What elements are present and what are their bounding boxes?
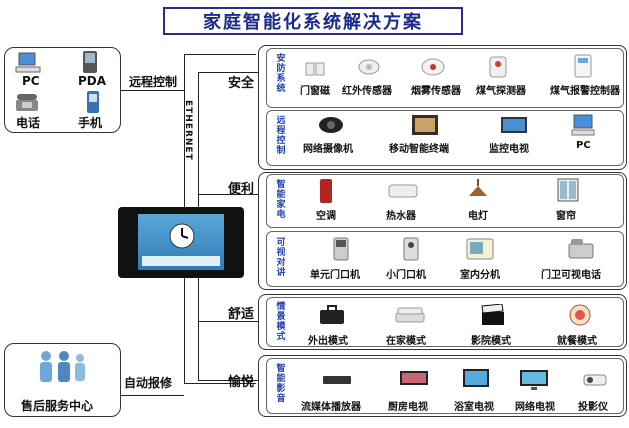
connector-line: [198, 321, 258, 322]
smart-home-control-panel: [118, 207, 244, 278]
item-label: 移动智能终端: [389, 144, 449, 155]
item-label: 煤气探测器: [476, 86, 526, 97]
water-heater-icon: [388, 184, 418, 198]
category-safety: 安全: [228, 76, 255, 91]
item-label: 影院模式: [471, 336, 511, 347]
row-intercom: [266, 231, 624, 287]
item-label: 门窗磁: [300, 86, 330, 97]
item-label: 窗帘: [556, 211, 576, 222]
row-title-appliance: 智能家电: [276, 180, 286, 220]
connector-line: [184, 277, 185, 383]
dining-icon: [569, 304, 591, 326]
item-label: 小门口机: [386, 270, 426, 281]
row-title-security: 安防系统: [276, 54, 286, 94]
connector-line: [184, 54, 256, 55]
device-label-pda: PDA: [78, 74, 107, 88]
item-label: 单元门口机: [310, 270, 360, 281]
item-label: 热水器: [386, 211, 416, 222]
infrared-sensor-icon: [358, 59, 380, 75]
category-pleasure: 愉悦: [228, 375, 255, 390]
item-label: 投影仪: [578, 402, 608, 413]
clapperboard-icon: [481, 304, 504, 325]
device-label-pc: PC: [22, 74, 40, 88]
pc-icon: [15, 52, 41, 73]
item-label: 流媒体播放器: [301, 402, 361, 413]
item-label: 厨房电视: [388, 402, 428, 413]
row-title-scene: 情景模式: [276, 302, 286, 342]
row-title-av: 智能影音: [276, 364, 286, 404]
auto-repair-label: 自动报修: [124, 376, 173, 390]
device-label-telephone: 电话: [16, 116, 41, 130]
mobile-terminal-icon: [412, 115, 438, 135]
ethernet-label: ETHERNET: [183, 100, 193, 161]
remote-control-label: 远程控制: [129, 75, 178, 89]
after-sales-center-label: 售后服务中心: [21, 399, 94, 413]
item-label: 监控电视: [489, 144, 529, 155]
connector-line: [121, 395, 184, 396]
row-title-remote-control: 远程控制: [276, 116, 286, 156]
row-title-intercom: 可视对讲: [276, 238, 286, 278]
telephone-icon: [16, 94, 38, 111]
item-label: 电灯: [468, 211, 488, 222]
kitchen-tv-icon: [400, 371, 428, 385]
row-av: [266, 358, 624, 414]
connector-line: [184, 383, 256, 384]
connector-line: [121, 90, 184, 91]
diagram-title: 家庭智能化系统解决方案: [163, 7, 463, 35]
gas-detector-icon: [489, 56, 507, 78]
connector-line: [198, 194, 258, 195]
small-door-station-icon: [403, 237, 419, 261]
row-security: [266, 48, 624, 108]
screen-icon-strip: [142, 256, 220, 266]
item-label: 烟雾传感器: [411, 86, 461, 97]
bathroom-tv-icon: [463, 369, 489, 387]
device-label-mobile: 手机: [78, 116, 103, 130]
connector-line: [198, 72, 258, 73]
door-window-sensor-icon: [305, 62, 325, 76]
item-label: 就餐模式: [557, 336, 597, 347]
item-label: 红外传感器: [342, 86, 392, 97]
item-label: 浴室电视: [454, 402, 494, 413]
curtain-icon: [557, 178, 579, 202]
item-label: 室内分机: [460, 270, 500, 281]
briefcase-icon: [320, 305, 344, 324]
item-label: 门卫可视电话: [541, 270, 601, 281]
category-comfort: 舒适: [228, 307, 255, 322]
sofa-icon: [395, 307, 425, 323]
item-label: 网络摄像机: [303, 144, 353, 155]
mobile-phone-icon: [87, 91, 99, 113]
projector-icon: [583, 374, 607, 386]
media-player-icon: [323, 376, 351, 384]
connector-line: [184, 54, 185, 209]
guard-video-phone-icon: [568, 239, 594, 259]
clock-icon: [169, 223, 195, 249]
category-convenience: 便利: [228, 182, 255, 197]
unit-door-station-icon: [333, 237, 349, 261]
air-conditioner-icon: [320, 179, 332, 203]
smoke-sensor-icon: [421, 58, 445, 76]
service-people-icon: [40, 351, 85, 382]
gas-alarm-controller-icon: [574, 54, 592, 78]
row-remote-control: [266, 110, 624, 166]
network-camera-icon: [319, 117, 343, 133]
network-tv-icon: [520, 370, 548, 390]
item-label: 外出模式: [308, 336, 348, 347]
item-label: 煤气报警控制器: [550, 86, 620, 97]
lamp-icon: [469, 179, 487, 196]
item-label: 在家模式: [386, 336, 426, 347]
item-label: 网络电视: [515, 402, 555, 413]
connector-line: [198, 380, 258, 381]
control-panel-screen: [138, 214, 224, 270]
pda-icon: [83, 51, 97, 73]
pc-icon: [571, 114, 595, 136]
indoor-unit-icon: [466, 238, 494, 260]
monitoring-tv-icon: [501, 117, 527, 133]
item-label: PC: [576, 140, 591, 151]
item-label: 空调: [316, 211, 336, 222]
